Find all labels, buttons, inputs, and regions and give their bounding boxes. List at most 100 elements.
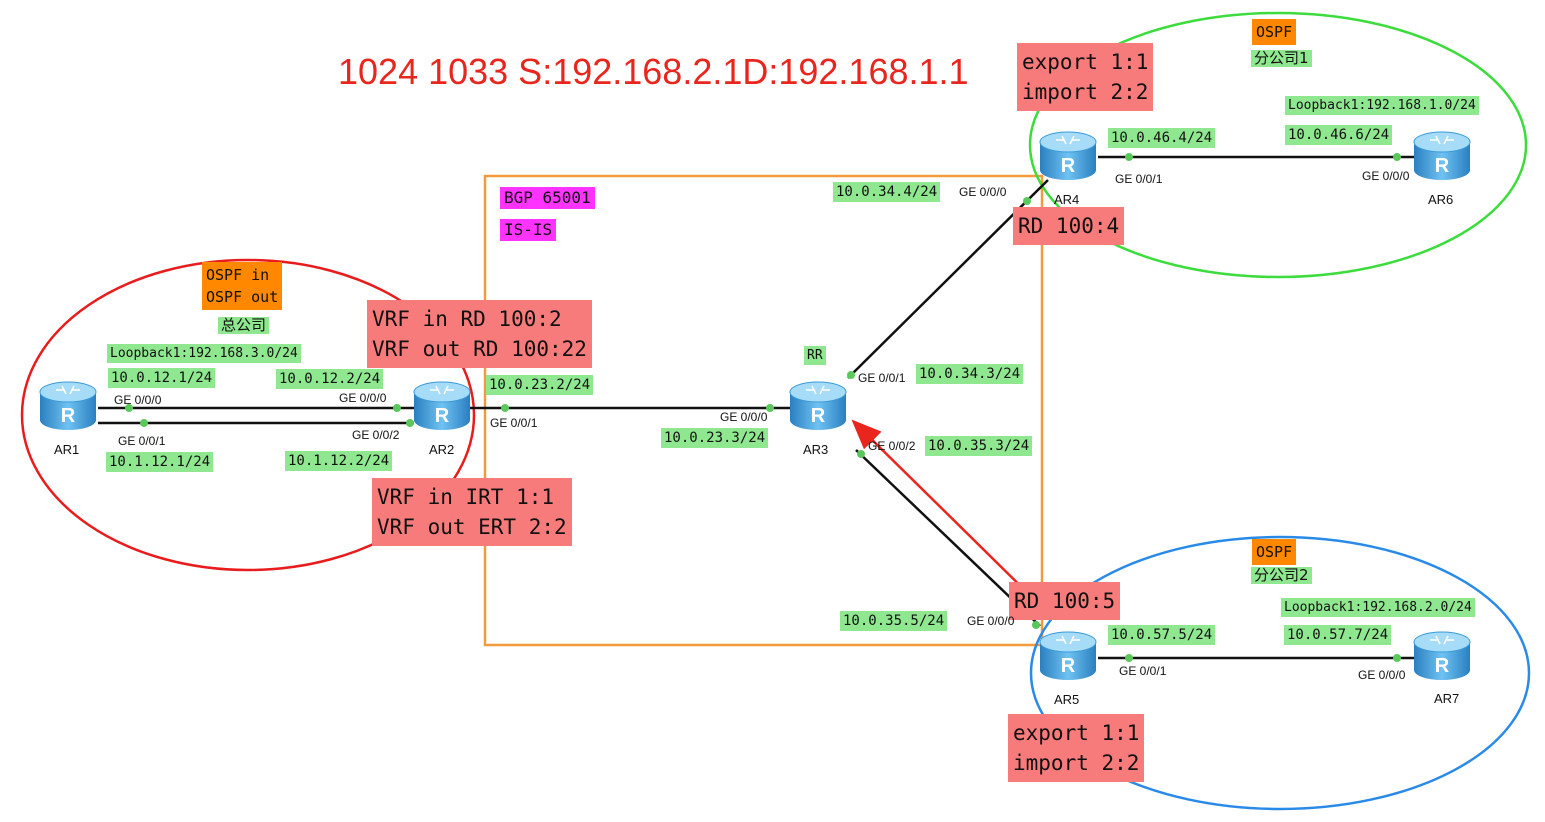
interface-label: GE 0/0/0 [339, 391, 387, 405]
port-dot [766, 404, 774, 412]
ar2-rt-in: VRF in IRT 1:1 [377, 485, 555, 509]
ar5-g000-address: 10.0.35.5/24 [840, 611, 948, 631]
ar2-g002-address: 10.1.12.2/24 [285, 451, 393, 471]
interface-label: GE 0/0/0 [114, 393, 162, 407]
router-icon: R [789, 381, 847, 430]
ar2-rd-note: VRF in RD 100:2 VRF out RD 100:22 [367, 300, 592, 368]
hq-ospf-tag: OSPF in OSPF out [202, 262, 283, 310]
port-dot [406, 419, 414, 427]
router-icon: R [1039, 131, 1097, 180]
hq-ospf-in: OSPF in [206, 266, 270, 284]
ar5-rd-note: RD 100:5 [1009, 582, 1121, 620]
interface-label: GE 0/0/1 [858, 371, 906, 385]
branch2-name: 分公司2 [1251, 567, 1312, 584]
ar1-g001-address: 10.1.12.1/24 [106, 452, 214, 472]
ar4-g001-address: 10.0.46.4/24 [1108, 128, 1216, 148]
ar1-loopback-address: Loopback1:192.168.3.0/24 [107, 344, 301, 363]
bgp-area-box [483, 174, 1044, 647]
port-dot [125, 404, 133, 412]
ar4-export: export 1:1 [1022, 50, 1149, 74]
branch2-area-circle [1029, 535, 1531, 811]
hq-name: 总公司 [218, 317, 270, 334]
router-ar6[interactable]: R [1410, 128, 1474, 184]
interface-label: GE 0/0/1 [1119, 664, 1167, 678]
ar1-g000-address: 10.0.12.1/24 [108, 368, 216, 388]
svg-text:R: R [1435, 155, 1450, 177]
diagram-title: 1024 1033 S:192.168.2.1D:192.168.1.1 [338, 51, 969, 92]
port-dot [1125, 654, 1133, 662]
router-label: AR4 [1054, 192, 1080, 207]
ar2-rt-note: VRF in IRT 1:1 VRF out ERT 2:2 [372, 478, 572, 546]
svg-text:R: R [1061, 655, 1076, 677]
interface-label: GE 0/0/1 [118, 434, 166, 448]
port-dot [393, 404, 401, 412]
hq-area-circle [20, 258, 476, 572]
interface-label: GE 0/0/0 [1358, 668, 1406, 682]
port-dot [1393, 654, 1401, 662]
branch1-name: 分公司1 [1251, 50, 1312, 67]
port-dot [847, 371, 855, 379]
interface-label: GE 0/0/0 [959, 185, 1007, 199]
ar5-import: import 2:2 [1013, 751, 1140, 775]
router-ar7[interactable]: R [1410, 628, 1474, 684]
ar6-loopback-address: Loopback1:192.168.1.0/24 [1285, 96, 1479, 115]
ar2-rt-out: VRF out ERT 2:2 [377, 515, 567, 539]
ar2-g000-address: 10.0.12.2/24 [276, 369, 384, 389]
ar5-g001-address: 10.0.57.5/24 [1108, 625, 1216, 645]
interface-label: GE 0/0/2 [868, 439, 916, 453]
interface-label: GE 0/0/0 [967, 614, 1015, 628]
svg-text:R: R [811, 405, 826, 427]
svg-text:R: R [1435, 655, 1450, 677]
interface-label: GE 0/0/0 [1362, 169, 1410, 183]
branch1-ospf-tag: OSPF [1252, 19, 1297, 45]
router-label: AR3 [803, 442, 829, 457]
svg-text:R: R [435, 405, 450, 427]
port-dot [501, 404, 509, 412]
router-icon: R [1039, 631, 1097, 680]
svg-text:R: R [61, 405, 76, 427]
branch2-ospf-tag: OSPF [1252, 539, 1297, 565]
svg-text:R: R [1061, 155, 1076, 177]
ar4-g000-address: 10.0.34.4/24 [833, 182, 941, 202]
router-ar5[interactable]: R [1036, 628, 1100, 684]
ar2-rd-out: VRF out RD 100:22 [372, 337, 587, 361]
port-dot [1125, 153, 1133, 161]
router-ar2[interactable]: R [410, 378, 474, 434]
ar3-g001-address: 10.0.34.3/24 [916, 364, 1024, 384]
interface-label: GE 0/0/2 [352, 428, 400, 442]
branch1-area-circle [1028, 11, 1528, 279]
hq-ospf-out: OSPF out [206, 288, 279, 306]
router-ar1[interactable]: R [36, 378, 100, 434]
ar5-export: export 1:1 [1013, 721, 1140, 745]
port-dot [857, 450, 865, 458]
interface-label: GE 0/0/1 [1115, 172, 1163, 186]
interface-label: GE 0/0/1 [490, 416, 538, 430]
ar4-rd-note: RD 100:4 [1013, 207, 1125, 245]
ar2-g001-address: 10.0.23.2/24 [486, 375, 594, 395]
traffic-arrow [851, 419, 1046, 611]
ar3-g000-address: 10.0.23.3/24 [661, 428, 769, 448]
router-icon: R [413, 381, 471, 430]
router-label: AR1 [54, 442, 80, 457]
router-icon: R [1413, 131, 1471, 180]
router-label: AR2 [429, 442, 455, 457]
bgp-as-label: BGP 65001 [500, 187, 595, 209]
igp-label: IS-IS [500, 219, 557, 241]
ar7-g000-address: 10.0.57.7/24 [1284, 625, 1392, 645]
router-label: AR7 [1434, 691, 1460, 706]
ar2-rd-in: VRF in RD 100:2 [372, 307, 562, 331]
interface-label: GE 0/0/0 [720, 410, 768, 424]
route-reflector-tag: RR [804, 346, 826, 365]
port-dot [1032, 621, 1040, 629]
port-dot [1023, 197, 1031, 205]
ar5-rt-note: export 1:1 import 2:2 [1008, 714, 1145, 782]
router-label: AR5 [1054, 692, 1080, 707]
port-dot [140, 419, 148, 427]
ar6-g000-address: 10.0.46.6/24 [1285, 125, 1393, 145]
router-ar3[interactable]: R [786, 378, 850, 434]
router-ar4[interactable]: R [1036, 128, 1100, 184]
router-icon: R [39, 381, 97, 430]
ar3-g002-address: 10.0.35.3/24 [925, 436, 1033, 456]
